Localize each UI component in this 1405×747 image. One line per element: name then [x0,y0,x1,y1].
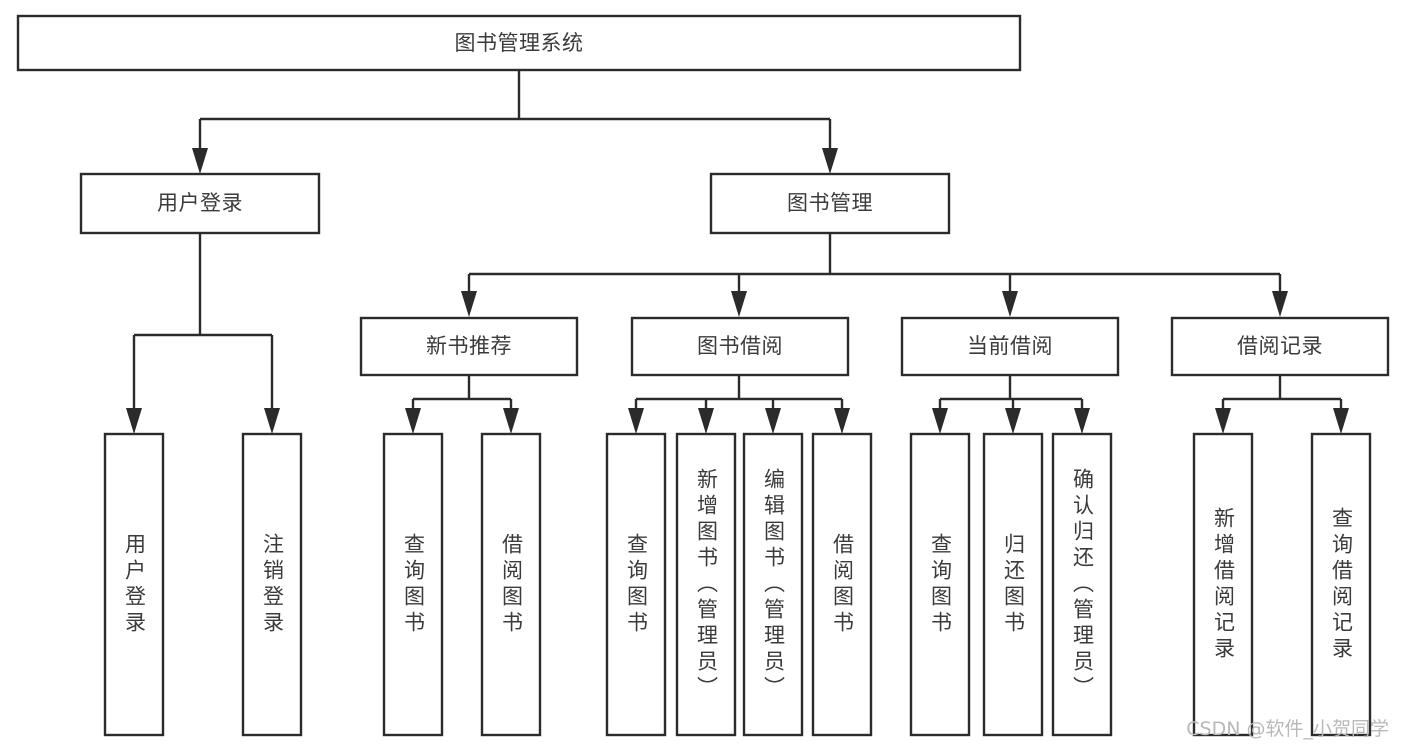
arrow-head-leaf-query-record [1333,408,1349,434]
node-user-login-box[interactable] [79,172,321,235]
arrow-head-leaf-query-book-1 [405,408,421,434]
node-leaf-confirm-return-box[interactable] [1051,432,1113,737]
node-leaf-query-book-3-box[interactable] [909,432,971,737]
arrow-head-current-borrow [1002,291,1018,317]
arrow-head-leaf-add-record [1215,408,1231,434]
node-leaf-query-record-box[interactable] [1310,432,1372,737]
node-current-borrow-box[interactable] [900,316,1120,377]
node-leaf-query-book-1-box[interactable] [382,432,444,737]
arrow-head-leaf-user-login [126,408,142,434]
node-leaf-add-record-box[interactable] [1192,432,1254,737]
node-new-book-rec-label: 新书推荐 [426,334,512,358]
connector-group-user-login [126,233,280,434]
arrow-head-user-login [192,148,208,174]
arrow-head-leaf-confirm-return [1074,408,1090,434]
arrow-head-leaf-return-book [1005,408,1021,434]
arrow-head-leaf-borrow-book-1 [503,408,519,434]
connector-group-book-manage [461,233,1288,317]
arrow-head-new-book-rec [461,291,477,317]
connector-group-root [192,70,838,174]
node-leaf-return-book-box[interactable] [982,432,1044,737]
node-leaf-add-book-box[interactable] [675,432,737,737]
arrow-head-leaf-query-book-2 [628,408,644,434]
node-root-box[interactable] [16,14,1022,72]
node-root-label: 图书管理系统 [455,31,584,55]
node-book-manage-label: 图书管理 [787,191,873,215]
connector-group-borrow-record [1215,375,1349,434]
connector-group-current-borrow [932,375,1090,434]
arrow-head-leaf-edit-book [765,408,781,434]
arrow-head-leaf-add-book [698,408,714,434]
arrow-head-book-borrow [731,291,747,317]
node-leaf-user-login-box[interactable] [103,432,165,737]
arrow-head-leaf-borrow-book-2 [834,408,850,434]
connector-group-book-borrow [628,375,850,434]
arrow-head-borrow-record [1272,291,1288,317]
node-book-manage-box[interactable] [709,172,951,235]
node-leaf-logout-login-box[interactable] [241,432,303,737]
node-borrow-record-label: 借阅记录 [1237,334,1323,358]
node-leaf-edit-book-box[interactable] [742,432,804,737]
connector-group-new-book-rec [405,375,519,434]
node-user-login-label: 用户登录 [157,191,243,215]
node-borrow-record-box[interactable] [1170,316,1390,377]
node-new-book-rec-box[interactable] [359,316,579,377]
node-book-borrow-label: 图书借阅 [697,334,783,358]
node-leaf-query-book-2-box[interactable] [605,432,667,737]
arrow-head-book-manage [822,148,838,174]
node-current-borrow-label: 当前借阅 [967,334,1053,358]
arrow-head-leaf-logout-login [264,408,280,434]
node-book-borrow-box[interactable] [630,316,850,377]
arrow-head-leaf-query-book-3 [932,408,948,434]
node-box-group: 图书管理系统 用户登录 图书管理 新书推荐 图书借阅 当前借阅 借阅记录 [16,14,1390,737]
node-leaf-borrow-book-1-box[interactable] [480,432,542,737]
node-leaf-borrow-book-2-box[interactable] [811,432,873,737]
